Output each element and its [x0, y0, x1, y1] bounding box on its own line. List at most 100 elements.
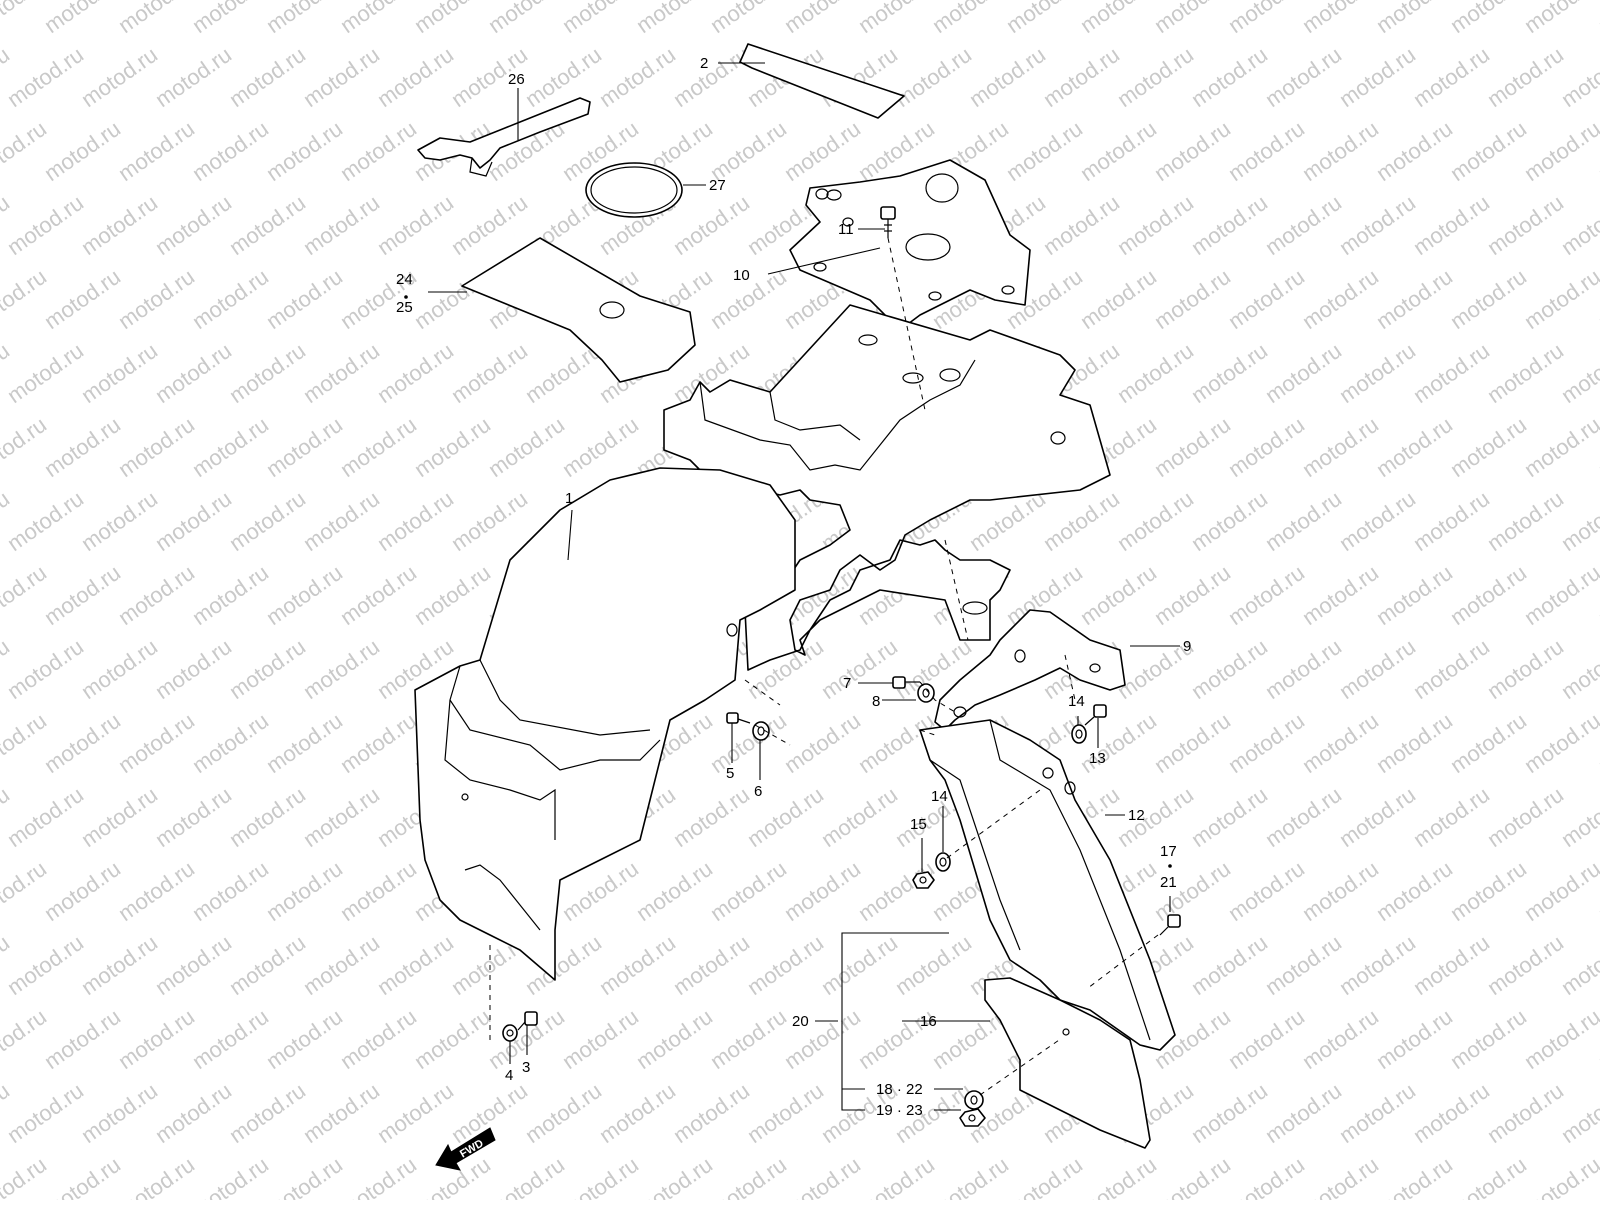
watermark-text: motod.ru: [1520, 856, 1600, 926]
watermark-text: motod.ru: [706, 856, 791, 926]
watermark-text: motod.ru: [632, 856, 717, 926]
watermark-text: motod.ru: [1557, 486, 1600, 556]
watermark-text: motod.ru: [1187, 930, 1272, 1000]
callout-24: 24: [396, 271, 413, 288]
watermark-text: motod.ru: [40, 116, 125, 186]
watermark-text: motod.ru: [1224, 1004, 1309, 1074]
watermark-text: motod.ru: [1557, 338, 1600, 408]
watermark-text: motod.ru: [3, 930, 88, 1000]
watermark-text: motod.ru: [1113, 338, 1198, 408]
watermark-text: motod.ru: [1150, 560, 1235, 630]
watermark-text: motod.ru: [114, 1152, 199, 1200]
watermark-text: motod.ru: [1335, 782, 1420, 852]
watermark-text: motod.ru: [1409, 486, 1494, 556]
watermark-text: motod.ru: [595, 930, 680, 1000]
watermark-text: motod.ru: [1409, 930, 1494, 1000]
watermark-text: motod.ru: [40, 412, 125, 482]
callout-11: 11: [838, 221, 854, 238]
watermark-text: motod.ru: [1372, 1004, 1457, 1074]
watermark-text: motod.ru: [1113, 42, 1198, 112]
callout-9: 9: [1183, 638, 1191, 655]
part-washer-18-22: [964, 1090, 984, 1110]
watermark-text: motod.ru: [1224, 708, 1309, 778]
watermark-text: motod.ru: [225, 486, 310, 556]
callout-dots: [404, 295, 1172, 868]
watermark-text: motod.ru: [40, 856, 125, 926]
watermark-text: motod.ru: [3, 782, 88, 852]
watermark-text: motod.ru: [817, 930, 902, 1000]
watermark-text: motod.ru: [299, 42, 384, 112]
watermark-text: motod.ru: [1446, 116, 1531, 186]
watermark-text: motod.ru: [1483, 1078, 1568, 1148]
watermark-text: motod.ru: [40, 264, 125, 334]
watermark-text: motod.ru: [1335, 338, 1420, 408]
watermark-text: motod.ru: [1409, 42, 1494, 112]
watermark-text: motod.ru: [299, 190, 384, 260]
watermark-text: motod.ru: [1261, 1078, 1346, 1148]
watermark-text: motod.ru: [1483, 930, 1568, 1000]
watermark-text: motod.ru: [1483, 42, 1568, 112]
callout-5: 5: [726, 765, 734, 782]
watermark-text: motod.ru: [1298, 856, 1383, 926]
watermark-text: motod.ru: [1187, 1078, 1272, 1148]
watermark-text: motod.ru: [188, 0, 273, 38]
watermark-text: motod.ru: [743, 1078, 828, 1148]
part-bolt-3: [517, 1011, 538, 1031]
watermark-text: motod.ru: [336, 560, 421, 630]
callout-4: 4: [505, 1067, 513, 1084]
watermark-text: motod.ru: [780, 0, 865, 38]
watermark-text: motod.ru: [151, 634, 236, 704]
watermark-text: motod.ru: [1409, 190, 1494, 260]
part-tool-bag: [461, 237, 696, 383]
watermark-text: motod.ru: [1446, 708, 1531, 778]
callout-14-upper: 14: [1068, 693, 1085, 710]
watermark-text: motod.ru: [669, 930, 754, 1000]
watermark-text: motod.ru: [3, 338, 88, 408]
watermark-text: motod.ru: [225, 782, 310, 852]
watermark-text: motod.ru: [928, 0, 1013, 38]
watermark-text: motod.ru: [410, 1004, 495, 1074]
watermark-text: motod.ru: [3, 486, 88, 556]
watermark-text: motod.ru: [336, 412, 421, 482]
watermark-text: motod.ru: [336, 116, 421, 186]
watermark-text: motod.ru: [1557, 634, 1600, 704]
callout-20: 20: [792, 1013, 809, 1030]
watermark-text: motod.ru: [1372, 1152, 1457, 1200]
watermark-text: motod.ru: [151, 338, 236, 408]
watermark-text: motod.ru: [0, 264, 51, 334]
watermark-text: motod.ru: [77, 42, 162, 112]
part-bolt-13: [1084, 704, 1107, 726]
watermark-text: motod.ru: [1335, 634, 1420, 704]
watermark-text: motod.ru: [225, 190, 310, 260]
watermark-text: motod.ru: [336, 1152, 421, 1200]
watermark-text: motod.ru: [1520, 560, 1600, 630]
watermark-text: motod.ru: [151, 190, 236, 260]
watermark-text: motod.ru: [262, 856, 347, 926]
watermark-text: motod.ru: [188, 1004, 273, 1074]
watermark-text: motod.ru: [521, 1078, 606, 1148]
watermark-text: motod.ru: [188, 1152, 273, 1200]
watermark-text: motod.ru: [1224, 412, 1309, 482]
watermark-text: motod.ru: [1335, 42, 1420, 112]
watermark-text: motod.ru: [77, 486, 162, 556]
watermark-text: motod.ru: [1224, 560, 1309, 630]
watermark-text: motod.ru: [1298, 0, 1383, 38]
watermark-text: motod.ru: [1002, 0, 1087, 38]
watermark-text: motod.ru: [854, 1152, 939, 1200]
watermark-text: motod.ru: [225, 930, 310, 1000]
watermark-text: motod.ru: [1076, 708, 1161, 778]
watermark-text: motod.ru: [447, 338, 532, 408]
watermark-text: motod.ru: [1335, 190, 1420, 260]
callout-17: 17: [1160, 843, 1177, 860]
watermark-text: motod.ru: [780, 708, 865, 778]
leader-lines: [428, 62, 1180, 1111]
watermark-text: motod.ru: [447, 190, 532, 260]
callout-19-23: 19 · 23: [876, 1102, 923, 1119]
watermark-text: motod.ru: [558, 1004, 643, 1074]
watermark-text: motod.ru: [1372, 116, 1457, 186]
watermark-text: motod.ru: [1261, 634, 1346, 704]
watermark-text: motod.ru: [1298, 116, 1383, 186]
part-rubber-band: [585, 162, 683, 218]
watermark-text: motod.ru: [817, 634, 902, 704]
watermark-text: motod.ru: [1483, 190, 1568, 260]
